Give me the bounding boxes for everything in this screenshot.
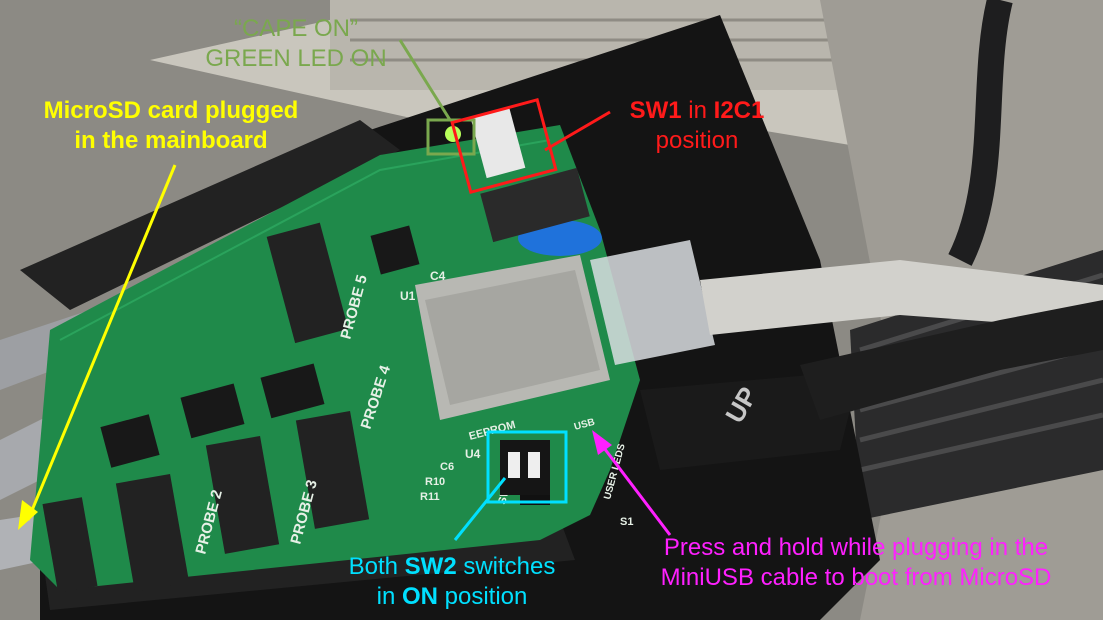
silk-s1: S1 — [620, 516, 633, 528]
header-row-top — [20, 120, 400, 310]
probe-connectors — [42, 222, 370, 593]
ethernet-cable — [700, 260, 1103, 335]
usb-plug — [640, 375, 850, 470]
silk-usb: USB — [573, 417, 596, 433]
silk-u1: U1 — [400, 289, 416, 303]
sw1-switch — [470, 107, 526, 179]
sw2-pointer — [453, 477, 507, 541]
cape-led-pointer — [398, 39, 452, 121]
boot-button-arrowhead — [592, 430, 612, 455]
sw1-highlight-box — [450, 98, 558, 194]
power-cable — [948, 0, 1013, 266]
usb-cable — [800, 300, 1103, 420]
silk-c4: C4 — [430, 269, 446, 283]
boot-button-pointer — [596, 439, 672, 536]
microsd-pointer — [26, 164, 177, 521]
silk-r10: R10 — [425, 476, 445, 488]
sw1-pointer — [544, 110, 611, 152]
sw2-dip-switch — [500, 440, 550, 495]
rj45-plug — [590, 240, 715, 365]
silk-u4: U4 — [465, 447, 481, 461]
silk-c6: C6 — [440, 461, 454, 473]
silk-r11: R11 — [420, 491, 440, 503]
sw2-highlight-box — [486, 430, 568, 504]
cape-led-highlight-box — [426, 118, 476, 156]
microsd-arrowhead — [18, 500, 38, 530]
